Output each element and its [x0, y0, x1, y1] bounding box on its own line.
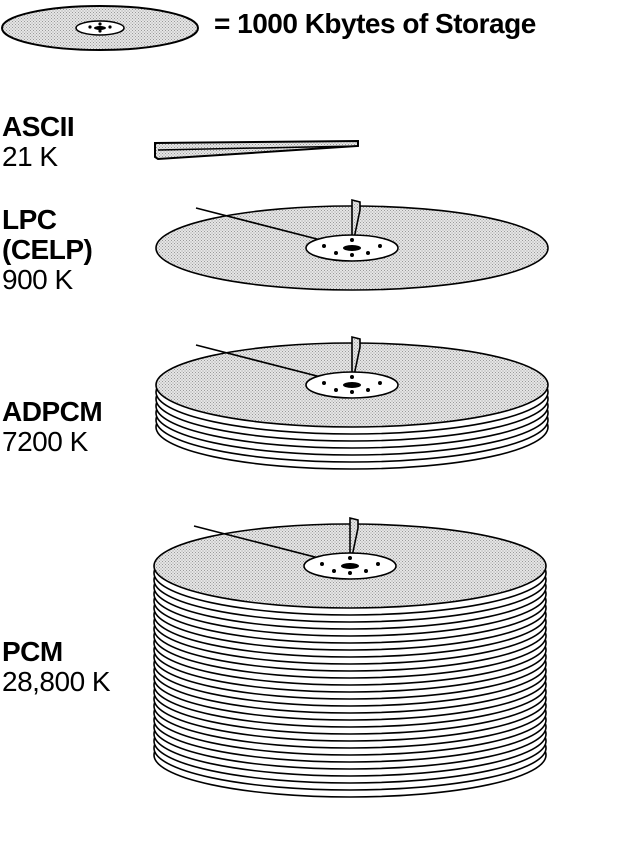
disc-hub-hole [376, 562, 380, 566]
disc-hub-hole [350, 390, 354, 394]
disc-hub-hole [366, 251, 370, 255]
label-adpcm-size: 7200 K [2, 426, 88, 457]
label-adpcm: ADPCM 7200 K [2, 396, 103, 457]
disc-hub-hole [350, 238, 354, 242]
disc-hub-hole [332, 569, 336, 573]
disc-hub-hole [320, 562, 324, 566]
disc-spindle [343, 245, 361, 251]
disc-hub-hole [350, 253, 354, 257]
disc-stacks [153, 198, 549, 798]
disc-hub-hole [322, 244, 326, 248]
disc-hub-hole [350, 375, 354, 379]
disc-hub-hole [348, 556, 352, 560]
legend-disc-icon [1, 5, 199, 51]
stack-pcm [153, 516, 547, 798]
legend-text: = 1000 Kbytes of Storage [214, 8, 536, 39]
disc-hub-hole [348, 571, 352, 575]
disc-hub-hole [378, 381, 382, 385]
label-pcm-name: PCM [2, 636, 63, 667]
disc-hub-hole [334, 251, 338, 255]
stack-adpcm [155, 335, 549, 470]
stack-lpc [155, 198, 549, 291]
disc-hub-hole [366, 388, 370, 392]
label-ascii: ASCII 21 K [2, 111, 75, 172]
label-ascii-size: 21 K [2, 141, 58, 172]
label-lpc: LPC (CELP) 900 K [2, 204, 93, 295]
ascii-disc-sliver [154, 139, 359, 161]
label-ascii-name: ASCII [2, 111, 75, 142]
disc-spindle [341, 563, 359, 569]
disc-hub-hole [322, 381, 326, 385]
label-lpc-size: 900 K [2, 264, 73, 295]
disc-spindle [343, 382, 361, 388]
label-adpcm-name: ADPCM [2, 396, 103, 427]
label-lpc-name2: (CELP) [2, 234, 93, 265]
disc-hub-hole [334, 388, 338, 392]
disc-hub-hole [364, 569, 368, 573]
label-pcm-size: 28,800 K [2, 666, 111, 697]
disc-hub-hole [378, 244, 382, 248]
label-lpc-name: LPC [2, 204, 57, 235]
label-pcm: PCM 28,800 K [2, 636, 111, 697]
